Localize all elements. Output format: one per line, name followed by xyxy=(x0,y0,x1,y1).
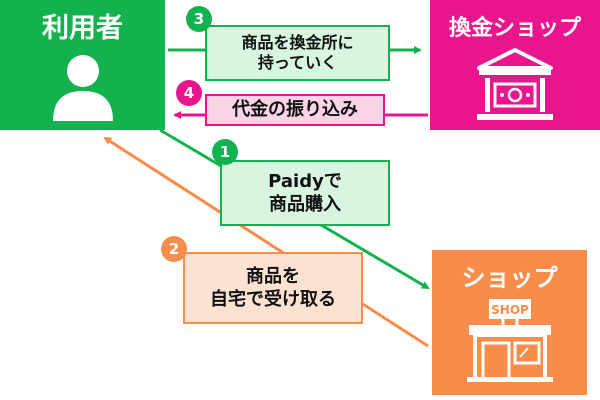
step-3-label-box: 商品を換金所に 持っていく xyxy=(205,25,390,81)
step-2-label-box: 商品を 自宅で受け取る xyxy=(183,252,363,324)
shop-sign-text: SHOP xyxy=(491,303,529,317)
storefront-icon: SHOP xyxy=(466,299,553,382)
step-3-label: 商品を換金所に 持っていく xyxy=(241,32,354,72)
step-4-badge: 4 xyxy=(176,80,202,106)
user-block: 利用者 xyxy=(0,0,165,130)
bank-building-icon xyxy=(477,48,553,120)
step-3-badge: 3 xyxy=(186,6,212,32)
step-1-label-box: Paidyで 商品購入 xyxy=(220,160,390,226)
step-2-badge: 2 xyxy=(161,236,187,262)
exchange-shop-title: 換金ショップ xyxy=(448,16,581,41)
shop-title: ショップ xyxy=(461,264,558,292)
user-title: 利用者 xyxy=(42,13,123,44)
arrow-step-2 xyxy=(103,136,429,348)
exchange-shop-block: 換金ショップ xyxy=(430,0,600,130)
step-2-label: 商品を 自宅で受け取る xyxy=(210,265,336,310)
step-1-badge: 1 xyxy=(212,139,238,165)
step-1-label: Paidyで 商品購入 xyxy=(268,170,342,215)
step-4-label-box: 代金の振り込み xyxy=(205,94,385,126)
shop-block: ショップ SHOP xyxy=(432,250,587,395)
step-4-label: 代金の振り込み xyxy=(232,99,358,121)
person-icon xyxy=(52,55,113,121)
